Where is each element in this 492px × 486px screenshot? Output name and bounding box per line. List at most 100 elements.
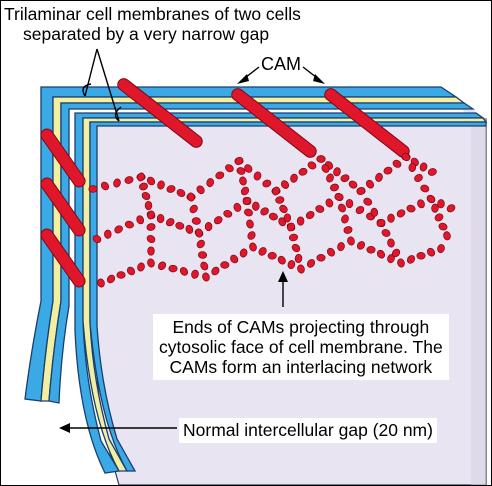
cam-end-dot — [88, 185, 98, 193]
cam-end-dot — [100, 181, 110, 191]
cam-end-dot — [234, 157, 244, 165]
cam-end-dot — [305, 210, 315, 220]
cam-end-dot — [267, 252, 277, 260]
cam-end-dot — [124, 176, 134, 184]
cam-end-dot — [291, 243, 301, 253]
cam-end-dot — [337, 242, 345, 252]
cam-end-dot — [434, 213, 444, 222]
cam-end-dot — [242, 197, 252, 205]
cam-ends-label: Ends of CAMs projecting through cytosoli… — [153, 314, 449, 380]
cam-end-dot — [104, 229, 112, 239]
cam-end-dot — [397, 258, 405, 268]
block-right-edge — [441, 87, 486, 485]
cam-end-dot — [206, 178, 215, 188]
cam-end-dot — [249, 242, 257, 252]
membranes-label-line2: separated by a very narrow gap — [23, 24, 270, 44]
cam-end-dot — [406, 255, 416, 264]
cam-end-dot — [275, 196, 285, 204]
cam-end-dot — [189, 204, 198, 214]
cam-end-dot — [341, 214, 349, 224]
cam-end-dot — [156, 214, 165, 224]
cam-end-dot — [287, 222, 295, 232]
cam-end-dot — [197, 251, 208, 259]
cam-end-dot — [211, 266, 220, 276]
cam-end-dot — [223, 209, 233, 218]
cam-end-dot — [146, 223, 156, 231]
cam-end-dot — [391, 248, 401, 258]
cam-end-dot — [370, 207, 379, 217]
cam-end-dot — [146, 234, 156, 244]
cam-end-dot — [307, 161, 317, 170]
cam-end-dot — [113, 178, 121, 188]
cam-end-dot — [147, 246, 155, 256]
cam-end-dot — [443, 231, 451, 241]
cam-network — [88, 152, 456, 288]
cam-end-dot — [356, 241, 366, 250]
cam-end-dot — [230, 254, 239, 264]
cam-end-dot — [387, 238, 395, 248]
cam-end-dot — [406, 204, 416, 213]
cam-end-dot — [236, 167, 246, 175]
cam-end-dot — [268, 212, 278, 221]
cam-end-dot — [260, 207, 269, 216]
cam-end-dot — [366, 246, 376, 254]
membrane-leader-1 — [84, 48, 98, 97]
membranes-label: Trilaminar cell membranes of two cells s… — [4, 4, 301, 44]
cam-end-dot — [417, 199, 425, 209]
cam-rod-top-1 — [117, 78, 203, 148]
cam-end-dot — [414, 174, 423, 182]
cam-end-dot — [239, 176, 247, 186]
cam-end-dot — [157, 261, 167, 271]
cam-label: CAM — [261, 54, 301, 74]
cam-end-dot — [137, 262, 145, 272]
cam-end-dot — [347, 236, 355, 246]
cam-end-dot — [262, 179, 272, 188]
cam-end-dot — [376, 249, 386, 259]
cam-end-dot — [298, 167, 308, 176]
cam-end-dot — [124, 220, 134, 229]
cam-end-dot — [126, 266, 136, 276]
cam-end-dot — [438, 222, 448, 231]
cam-rods — [40, 78, 410, 288]
cam-end-dot — [376, 219, 386, 227]
cam-ends-label-line1: Ends of CAMs projecting through — [172, 317, 430, 337]
cam-end-dot — [244, 164, 253, 173]
cam-end-dot — [187, 192, 195, 202]
cam-end-dot — [446, 204, 456, 213]
cam-end-dot — [279, 204, 288, 214]
cam-end-dot — [252, 201, 260, 211]
cam-end-dot — [326, 173, 334, 183]
cam-ends-label-line2: cytosolic face of cell membrane. The — [159, 337, 443, 357]
cam-end-dot — [401, 152, 411, 162]
cam-end-dot — [283, 213, 292, 223]
cam-end-dot — [297, 264, 305, 274]
cam-end-dot — [296, 216, 305, 226]
cam-end-dot — [147, 258, 155, 268]
membrane-leader-2 — [96, 48, 120, 122]
cam-end-dot — [355, 205, 365, 215]
cam-end-dot — [330, 183, 339, 192]
cam-end-dot — [306, 259, 316, 268]
cam-end-dot — [196, 239, 205, 249]
cam-end-dot — [340, 174, 350, 183]
cam-end-dot — [240, 186, 250, 196]
cam-end-dot — [277, 255, 286, 265]
cam-end-dot — [437, 244, 445, 254]
cam-end-dot — [195, 228, 203, 238]
normal-gap-label: Normal intercellular gap (20 nm) — [179, 418, 437, 443]
cam-end-dot — [315, 205, 325, 213]
cam-end-dot — [215, 171, 225, 180]
cam-end-dot — [365, 179, 375, 189]
cam-end-dot — [97, 278, 105, 288]
cam-end-dot — [420, 184, 430, 193]
cam-end-dot — [225, 164, 234, 173]
cam-end-dot — [165, 218, 175, 227]
cam-end-dot — [392, 159, 402, 168]
cam-end-dot — [333, 167, 341, 177]
cam-end-dot — [213, 216, 223, 225]
cam-end-dot — [200, 261, 209, 271]
cam-end-dot — [244, 208, 253, 217]
cam-end-dot — [141, 191, 151, 201]
